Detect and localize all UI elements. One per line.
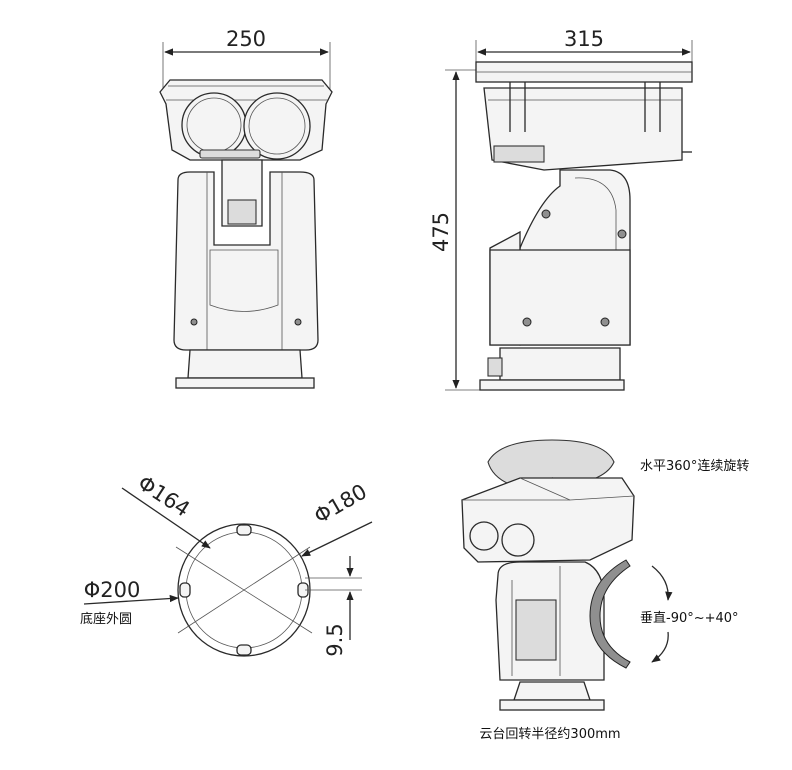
side-width-label: 315 [564,27,604,51]
vertical-range-label: 垂直-90°~+40° [640,611,739,626]
front-view: 250 [159,27,333,389]
vertical-rotation-gear [589,559,631,669]
thermal-lens [243,92,311,160]
motion-base-plate [499,699,605,711]
slot-width-label: 9.5 [323,623,347,656]
front-width-dimension: 250 [162,27,331,90]
dia-180-label: Φ180 [310,479,371,528]
side-base-plate [479,379,625,391]
side-width-dimension: 315 [475,27,693,62]
dia-200-label: Φ200 [84,578,141,602]
horizontal-rotation-label: 水平360°连续旋转 [640,458,749,474]
swing-radius-label: 云台回转半径约300mm [479,727,620,742]
outer-circle-label: 底座外圆 [80,611,132,627]
motion-view: 水平360°连续旋转 垂直-90°~+40° 云台回转半径约300mm [461,439,749,742]
visible-lens [181,92,247,158]
front-width-label: 250 [226,27,266,51]
front-base-plate [175,377,315,389]
side-height-label: 475 [429,212,453,252]
dia-164-label: Φ164 [134,471,195,522]
base-view: Φ164 Φ180 Φ200 底座外圆 9.5 [80,471,373,657]
side-view: 315 475 [429,27,693,391]
